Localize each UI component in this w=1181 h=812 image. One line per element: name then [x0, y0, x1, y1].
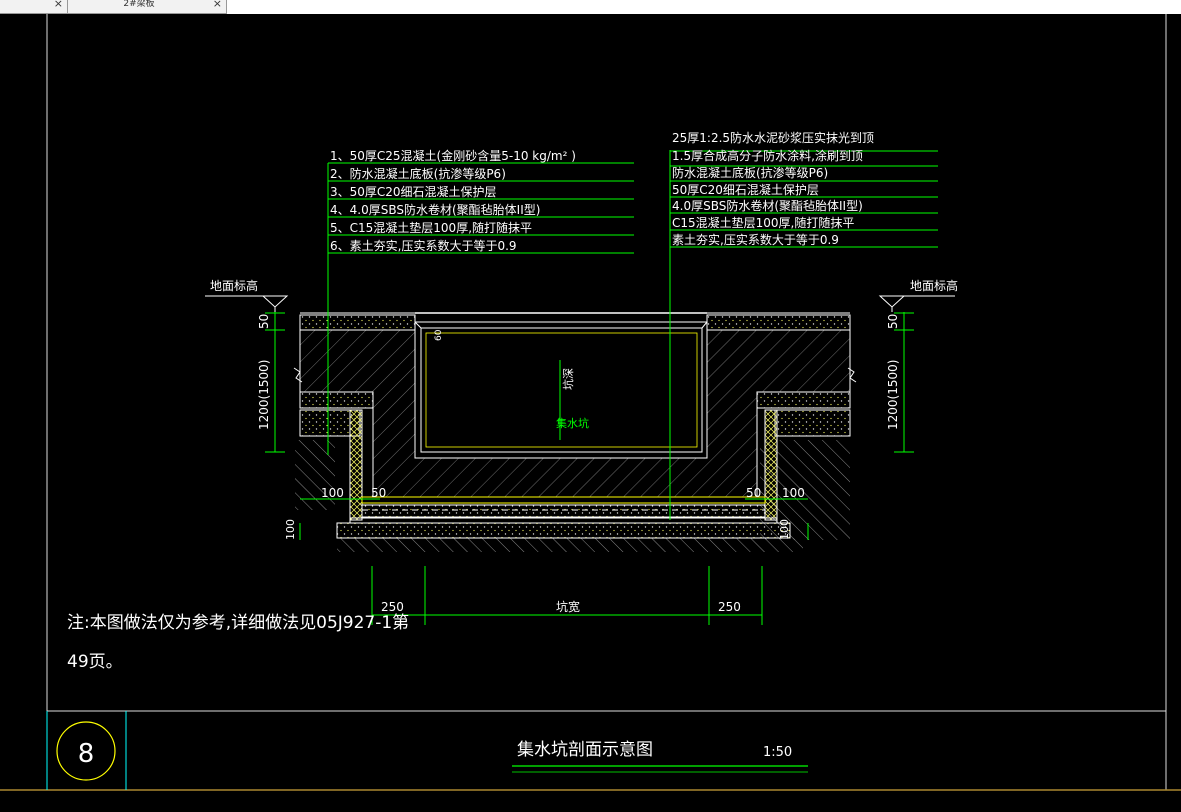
note-left-2: 2、防水混凝土底板(抗渗等级P6) [330, 166, 506, 181]
dimension-pit-width [371, 566, 763, 625]
dim-100-left: 100 [321, 486, 344, 500]
break-mark-right [847, 367, 857, 383]
dim-250-left: 250 [381, 600, 404, 614]
note-left-5: 5、C15混凝土垫层100厚,随打随抹平 [330, 220, 532, 235]
note-left-3: 3、50厚C20细石混凝土保护层 [330, 184, 497, 199]
note-right-5: 4.0厚SBS防水卷材(聚酯毡胎体II型) [672, 198, 863, 213]
ground-level-label-right: 地面标高 [910, 278, 958, 293]
pit-width-label: 坑宽 [556, 599, 580, 614]
dim-50-bottom-left: 50 [371, 486, 386, 500]
dim-50-left: 50 [257, 314, 271, 329]
dim-100-vert-left: 100 [284, 519, 297, 540]
top-slab [299, 312, 851, 331]
dimension-left-vertical [265, 312, 285, 453]
note-right-4: 50厚C20细石混凝土保护层 [672, 182, 819, 197]
side-ledges [299, 391, 851, 521]
notes-right: 25厚1:2.5防水水泥砂浆压实抹光到顶 1.5厚合成高分子防水涂料,涂刷到顶 … [672, 130, 874, 247]
dim-100-right: 100 [782, 486, 805, 500]
dim-60: 60 [434, 329, 444, 341]
leader-lines [327, 150, 938, 520]
note-right-7: 素土夯实,压实系数大于等于0.9 [672, 232, 839, 247]
break-mark-left [293, 367, 303, 383]
ground-level-marker-right: 地面标高 [878, 278, 958, 312]
tab-bar: × 2#梁板 × [0, 0, 1181, 14]
pit-depth-label: 坑深 [561, 368, 575, 390]
note-right-1: 25厚1:2.5防水水泥砂浆压实抹光到顶 [672, 130, 874, 145]
dim-1200-right: 1200(1500) [886, 360, 900, 430]
pit-interior [414, 321, 708, 459]
ground-level-marker-left: 地面标高 [205, 278, 289, 312]
dimension-right-vertical [894, 312, 914, 453]
ground-level-label-left: 地面标高 [210, 278, 258, 293]
tab-drawing-1[interactable]: × [0, 0, 68, 14]
dim-100-vert-right: 100 [778, 519, 791, 540]
dim-50-bottom-right: 50 [746, 486, 761, 500]
bottom-layers [336, 496, 791, 539]
remark-line-2: 49页。 [67, 652, 123, 672]
cad-drawing-canvas[interactable]: 1、50厚C25混凝土(金刚砂含量5-10 kg/m² ) 2、防水混凝土底板(… [0, 14, 1181, 812]
tab-drawing-2[interactable]: 2#梁板 × [68, 0, 227, 14]
dim-50-right: 50 [886, 314, 900, 329]
notes-left: 1、50厚C25混凝土(金刚砂含量5-10 kg/m² ) 2、防水混凝土底板(… [330, 148, 576, 253]
note-left-4: 4、4.0厚SBS防水卷材(聚酯毡胎体II型) [330, 202, 540, 217]
note-left-6: 6、素土夯实,压实系数大于等于0.9 [330, 238, 517, 253]
close-icon[interactable]: × [53, 0, 63, 10]
note-left-1: 1、50厚C25混凝土(金刚砂含量5-10 kg/m² ) [330, 148, 576, 163]
note-right-6: C15混凝土垫层100厚,随打随抹平 [672, 215, 854, 230]
sump-name-label: 集水坑 [556, 416, 589, 430]
drawing-title: 集水坑剖面示意图 [517, 740, 653, 760]
remark-line-1: 注:本图做法仅为参考,详细做法见05J927-1第 [67, 613, 409, 633]
drawing-scale: 1:50 [763, 745, 792, 760]
soil-base-hatch [337, 538, 803, 552]
tab-label: 2#梁板 [123, 0, 155, 9]
detail-number-circle [56, 721, 116, 781]
drawing-frame [0, 14, 1181, 791]
note-right-3: 防水混凝土底板(抗渗等级P6) [672, 165, 828, 180]
dim-250-right: 250 [718, 600, 741, 614]
dimension-bottom-small [299, 498, 809, 540]
detail-number: 8 [78, 739, 95, 769]
note-right-2: 1.5厚合成高分子防水涂料,涂刷到顶 [672, 148, 863, 163]
dim-1200-left: 1200(1500) [257, 360, 271, 430]
close-icon[interactable]: × [212, 0, 222, 10]
